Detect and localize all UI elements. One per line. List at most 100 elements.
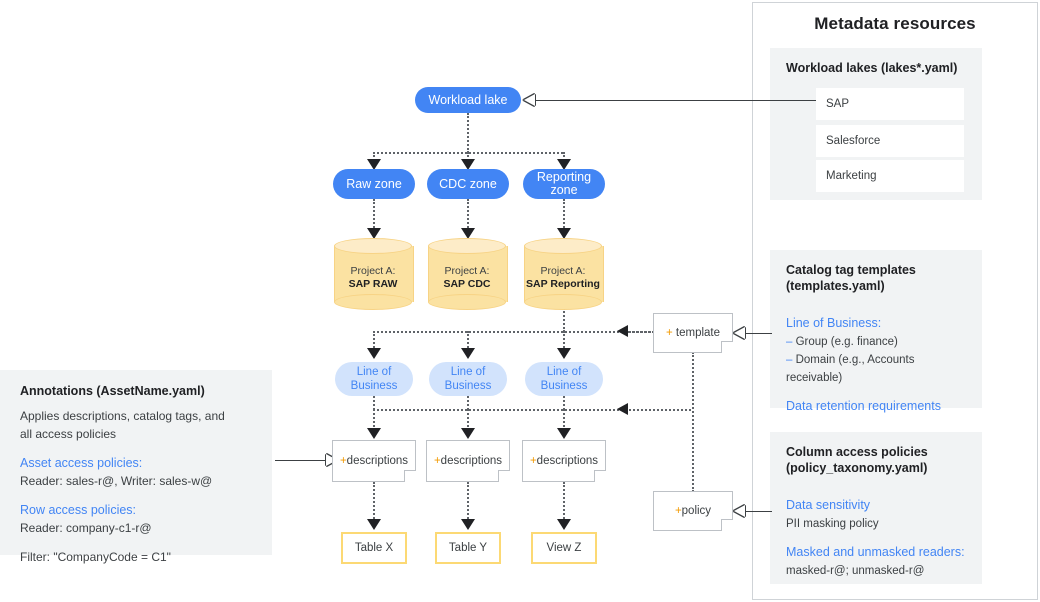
connector-lake-down: [467, 113, 469, 153]
connector-template-bus-to-lob1: [373, 331, 375, 351]
plus-icon: +: [433, 455, 441, 467]
node-table-y[interactable]: Table Y: [435, 532, 501, 564]
asset-access-policies-head: Asset access policies:: [20, 456, 143, 470]
node-project-sap-raw[interactable]: Project A: SAP RAW: [334, 238, 414, 310]
row-filter-value: Filter: "CompanyCode = C1": [20, 550, 171, 564]
cylinder-bottom: [524, 294, 602, 310]
cylinder-top: [334, 238, 412, 254]
column-access-policies-card: Column access policies (policy_taxonomy.…: [770, 432, 982, 584]
folded-corner-icon: [404, 470, 416, 482]
data-sensitivity-head: Data sensitivity: [786, 498, 871, 512]
connector-policy-bus-to-desc3: [563, 409, 565, 431]
connector-policy-bus-to-desc1: [373, 409, 375, 431]
node-view-z-label: View Z: [546, 542, 582, 554]
node-workload-lake-label: Workload lake: [428, 92, 508, 107]
node-line-of-business-1[interactable]: Line of Business: [335, 362, 413, 396]
workload-lakes-card: Workload lakes (lakes*.yaml) SAP Salesfo…: [770, 48, 982, 200]
note-template[interactable]: + template: [653, 313, 733, 353]
arrowhead-to-descriptions-2: [461, 428, 475, 439]
arrowhead-templates-card-to-note: [734, 327, 745, 339]
connector-template-bus: [373, 331, 651, 333]
connector-cdc-to-project: [467, 199, 469, 232]
lob-label-line2: Business: [540, 380, 588, 392]
connector-desc3-to-view: [563, 482, 565, 522]
lake-item-sap[interactable]: SAP: [816, 88, 964, 120]
lake-item-salesforce[interactable]: Salesforce: [816, 125, 964, 157]
note-descriptions-2-label: +descriptions: [433, 455, 503, 467]
connector-reporting-to-project: [563, 199, 565, 232]
arrowhead-to-table-x: [367, 519, 381, 530]
row-access-policies-value: Reader: company-c1-r@: [20, 521, 152, 535]
connector-sap-to-lake: [534, 100, 816, 101]
cylinder-body: [334, 246, 414, 302]
arrowhead-to-lob-2: [461, 348, 475, 359]
node-view-z[interactable]: View Z: [531, 532, 597, 564]
note-template-label: + template: [665, 327, 721, 339]
lake-item-label: Marketing: [826, 170, 877, 182]
node-workload-lake[interactable]: Workload lake: [415, 87, 521, 113]
node-cdc-zone[interactable]: CDC zone: [427, 169, 509, 199]
connector-desc2-to-table: [467, 482, 469, 522]
asset-access-policies-value: Reader: sales-r@, Writer: sales-w@: [20, 474, 213, 488]
note-descriptions-3-label: +descriptions: [529, 455, 599, 467]
annotations-panel: Annotations (AssetName.yaml) Applies des…: [0, 370, 272, 564]
note-descriptions-3[interactable]: +descriptions: [522, 440, 606, 482]
lake-item-marketing[interactable]: Marketing: [816, 160, 964, 192]
column-access-policies-title-line1: Column access policies: [786, 445, 928, 459]
node-project-sap-reporting[interactable]: Project A: SAP Reporting: [524, 238, 604, 310]
masked-readers-value: masked-r@; unmasked-r@: [786, 565, 925, 577]
arrowhead-to-project-reporting: [557, 228, 571, 239]
node-project-sap-raw-label: Project A: SAP RAW: [348, 265, 398, 290]
connector-bus-to-raw: [373, 152, 375, 164]
row-access-policies-head: Row access policies:: [20, 503, 137, 517]
annotations-description: Applies descriptions, catalog tags, and …: [20, 409, 225, 441]
arrowhead-to-raw-zone: [367, 159, 381, 170]
note-descriptions-1[interactable]: +descriptions: [332, 440, 416, 482]
column-access-policies-title-line2: (policy_taxonomy.yaml): [786, 461, 928, 475]
note-descriptions-2[interactable]: +descriptions: [426, 440, 510, 482]
node-table-x[interactable]: Table X: [341, 532, 407, 564]
plus-icon: +: [674, 505, 682, 517]
arrowhead-template-bus: [617, 325, 628, 337]
cylinder-body: [524, 246, 604, 302]
node-raw-zone-label: Raw zone: [346, 176, 402, 191]
catalog-tag-templates-title-line1: Catalog tag templates: [786, 263, 916, 277]
cylinder-bottom: [334, 294, 412, 310]
line-of-business-bullet-group: – Group (e.g. finance): [786, 336, 898, 348]
metadata-resources-title: Metadata resources: [814, 14, 976, 33]
arrowhead-to-lob-1: [367, 348, 381, 359]
cylinder-bottom: [428, 294, 506, 310]
node-line-of-business-3[interactable]: Line of Business: [525, 362, 603, 396]
connector-project-to-template-bus: [563, 308, 565, 332]
arrowhead-policies-card-to-note: [734, 505, 745, 517]
bullet-dash-icon: –: [786, 336, 793, 348]
cylinder-body: [428, 246, 508, 302]
note-policy[interactable]: +policy: [653, 491, 733, 531]
annotations-title: Annotations (AssetName.yaml): [20, 384, 205, 398]
node-project-sap-cdc[interactable]: Project A: SAP CDC: [428, 238, 508, 310]
folded-corner-icon: [721, 519, 733, 531]
plus-icon: +: [529, 455, 537, 467]
node-raw-zone[interactable]: Raw zone: [333, 169, 415, 199]
node-cdc-zone-label: CDC zone: [439, 176, 497, 191]
connector-lob2-down: [467, 396, 469, 410]
lob-label-line2: Business: [350, 380, 398, 392]
arrowhead-to-project-raw: [367, 228, 381, 239]
connector-bus-to-reporting: [563, 152, 565, 164]
connector-policy-bus-to-desc2: [467, 409, 469, 431]
bullet-dash-icon: –: [786, 354, 793, 366]
connector-lob3-down: [563, 396, 565, 410]
node-project-sap-cdc-label: Project A: SAP CDC: [443, 265, 491, 290]
lob-label-line1: Line of: [356, 366, 392, 378]
node-line-of-business-2[interactable]: Line of Business: [429, 362, 507, 396]
lake-item-label: SAP: [826, 98, 850, 110]
arrowhead-to-view-z: [557, 519, 571, 530]
arrowhead-to-descriptions-3: [557, 428, 571, 439]
catalog-tag-templates-card: Catalog tag templates (templates.yaml) L…: [770, 250, 982, 413]
connector-templates-card-to-note: [744, 333, 772, 334]
node-reporting-zone[interactable]: Reporting zone: [523, 169, 605, 199]
plus-icon: +: [665, 327, 673, 339]
arrowhead-to-lob-3: [557, 348, 571, 359]
arrowhead-sap-to-lake: [524, 94, 535, 106]
